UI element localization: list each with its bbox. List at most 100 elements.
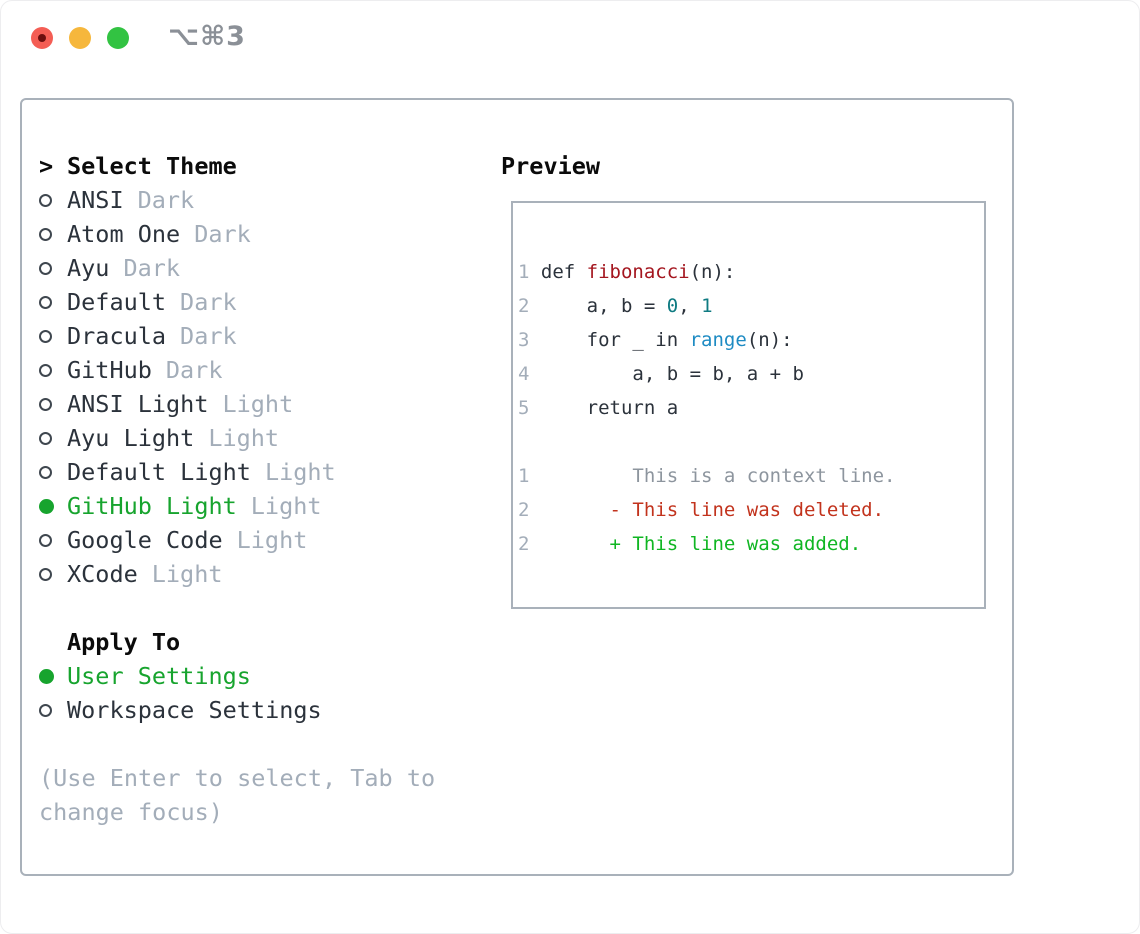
code-segment: fibonacci — [586, 261, 690, 283]
radio-icon — [39, 295, 52, 309]
theme-option-ayu-light[interactable]: Ayu Light Light — [39, 421, 435, 455]
radio-icon — [39, 227, 52, 241]
theme-option-dracula[interactable]: Dracula Dark — [39, 319, 435, 353]
line-number: 4 — [518, 363, 541, 385]
radio-icon — [39, 397, 52, 411]
option-label: GitHub — [67, 356, 152, 384]
option-label: XCode — [67, 560, 138, 588]
theme-variant-label: Light — [208, 424, 280, 452]
option-label: GitHub Light — [67, 492, 237, 520]
radio-selected-icon — [39, 498, 54, 514]
diff-line: 2 + This line was added. — [518, 527, 984, 561]
unsaved-changes-dot — [38, 34, 46, 42]
line-number: 2 — [518, 533, 530, 555]
minimize-button[interactable] — [69, 27, 91, 49]
blank-line — [518, 425, 984, 459]
code-line: 5 return a — [518, 391, 984, 425]
radio-icon — [39, 329, 52, 343]
radio-icon — [39, 703, 52, 717]
theme-option-ansi-light[interactable]: ANSI Light Light — [39, 387, 435, 421]
titlebar: ⌥⌘3 — [1, 1, 1139, 75]
theme-option-xcode[interactable]: XCode Light — [39, 557, 435, 591]
theme-variant-label: Dark — [137, 186, 195, 214]
theme-option-ayu[interactable]: Ayu Dark — [39, 251, 435, 285]
option-label: Ayu — [67, 254, 110, 282]
theme-option-default-light[interactable]: Default Light Light — [39, 455, 435, 489]
maximize-button[interactable] — [107, 27, 129, 49]
preview-column: Preview 1 def fibonacci(n):2 a, b = 0, 1… — [501, 149, 986, 609]
hint-line: change focus) — [39, 798, 223, 826]
code-segment: a, b = — [540, 295, 667, 317]
code-segment: - This line was deleted. — [529, 499, 885, 521]
theme-variant-label: Dark — [123, 254, 181, 282]
radio-icon — [39, 261, 52, 275]
theme-option-ansi[interactable]: ANSI Dark — [39, 183, 435, 217]
option-label: ANSI — [67, 186, 124, 214]
line-number: 1 — [518, 465, 530, 487]
code-line: 4 a, b = b, a + b — [518, 357, 984, 391]
code-segment: , — [678, 295, 702, 317]
code-line: 3 for _ in range(n): — [518, 323, 984, 357]
theme-variant-label: Dark — [180, 288, 237, 316]
code-segment: return a — [540, 397, 679, 419]
code-segment: a, b = b, a + b — [540, 363, 804, 385]
option-label: Workspace Settings — [67, 696, 322, 724]
radio-icon — [39, 363, 52, 377]
apply-to-title: Apply To — [67, 628, 181, 656]
code-segment: (n): — [746, 329, 793, 351]
spacer — [39, 727, 435, 761]
theme-variant-label: Light — [264, 458, 336, 486]
radio-icon — [39, 567, 52, 581]
line-number: 5 — [518, 397, 541, 419]
line-number: 3 — [518, 329, 541, 351]
theme-variant-label: Dark — [180, 322, 237, 350]
preview-header-row: Preview — [501, 149, 986, 183]
theme-variant-label: Light — [250, 492, 322, 520]
radio-icon — [39, 465, 52, 479]
apply-option-user-settings[interactable]: User Settings — [39, 659, 435, 693]
code-line: 2 a, b = 0, 1 — [518, 289, 984, 323]
radio-selected-icon — [39, 668, 54, 684]
spacer — [39, 591, 435, 625]
code-segment: range — [689, 329, 747, 351]
window-title: ⌥⌘3 — [168, 21, 246, 52]
theme-variant-label: Light — [222, 390, 294, 418]
theme-option-default[interactable]: Default Dark — [39, 285, 435, 319]
code-segment: def — [540, 261, 587, 283]
code-segment: 1 — [701, 295, 713, 317]
theme-variant-label: Dark — [165, 356, 223, 384]
diff-preview: 1 This is a context line.2 - This line w… — [518, 459, 984, 561]
option-label: Google Code — [67, 526, 223, 554]
select-theme-title: Select Theme — [67, 152, 237, 180]
option-label: Default Light — [67, 458, 251, 486]
option-label: Default — [67, 288, 167, 316]
cursor-caret-icon: > — [39, 152, 54, 180]
theme-option-atom-one[interactable]: Atom One Dark — [39, 217, 435, 251]
theme-variant-label: Dark — [194, 220, 251, 248]
radio-icon — [39, 193, 52, 207]
code-segment: 0 — [666, 295, 679, 317]
option-label: Dracula — [67, 322, 167, 350]
diff-line: 1 This is a context line. — [518, 459, 984, 493]
diff-line: 2 - This line was deleted. — [518, 493, 984, 527]
option-label: Atom One — [67, 220, 181, 248]
option-label: ANSI Light — [67, 390, 209, 418]
theme-variant-label: Light — [151, 560, 223, 588]
option-label: User Settings — [67, 662, 251, 690]
close-button[interactable] — [31, 27, 53, 49]
code-segment: + This line was added. — [529, 533, 862, 555]
theme-option-github-light[interactable]: GitHub Light Light — [39, 489, 435, 523]
code-segment: This is a context line. — [529, 465, 896, 487]
apply-option-workspace-settings[interactable]: Workspace Settings — [39, 693, 435, 727]
code-line: 1 def fibonacci(n): — [518, 255, 984, 289]
option-label: Ayu Light — [67, 424, 195, 452]
theme-option-github[interactable]: GitHub Dark — [39, 353, 435, 387]
code-segment: for _ in — [540, 329, 690, 351]
